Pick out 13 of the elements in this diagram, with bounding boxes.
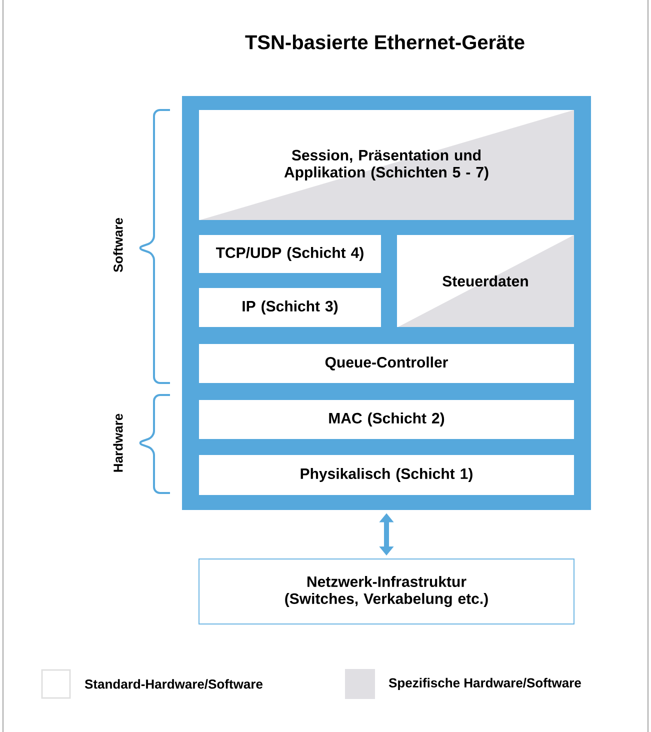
layer-box: Queue-Controller <box>199 344 574 383</box>
layer-box: Physikalisch (Schicht 1) <box>199 455 574 495</box>
layer-box: IP (Schicht 3) <box>199 288 381 327</box>
bracket-label: Hardware <box>113 414 123 472</box>
bracket-label: Software <box>113 218 123 272</box>
title: TSN-basierte Ethernet-Geräte <box>245 34 524 50</box>
layer-box: TCP/UDP (Schicht 4) <box>199 235 381 273</box>
layer-box: MAC (Schicht 2) <box>199 400 574 439</box>
legend-label: Spezifische Hardware/Software <box>388 678 581 690</box>
layer-box: Session, Präsentation und Applikation (Schichten 5 - 7) <box>199 110 574 220</box>
infrastructure-box: Netzwerk-Infrastruktur (Switches, Verkabelung etc.) <box>198 558 574 624</box>
legend-label: Standard-Hardware/Software <box>84 679 263 689</box>
layer-box: Steuerdaten <box>397 235 574 327</box>
